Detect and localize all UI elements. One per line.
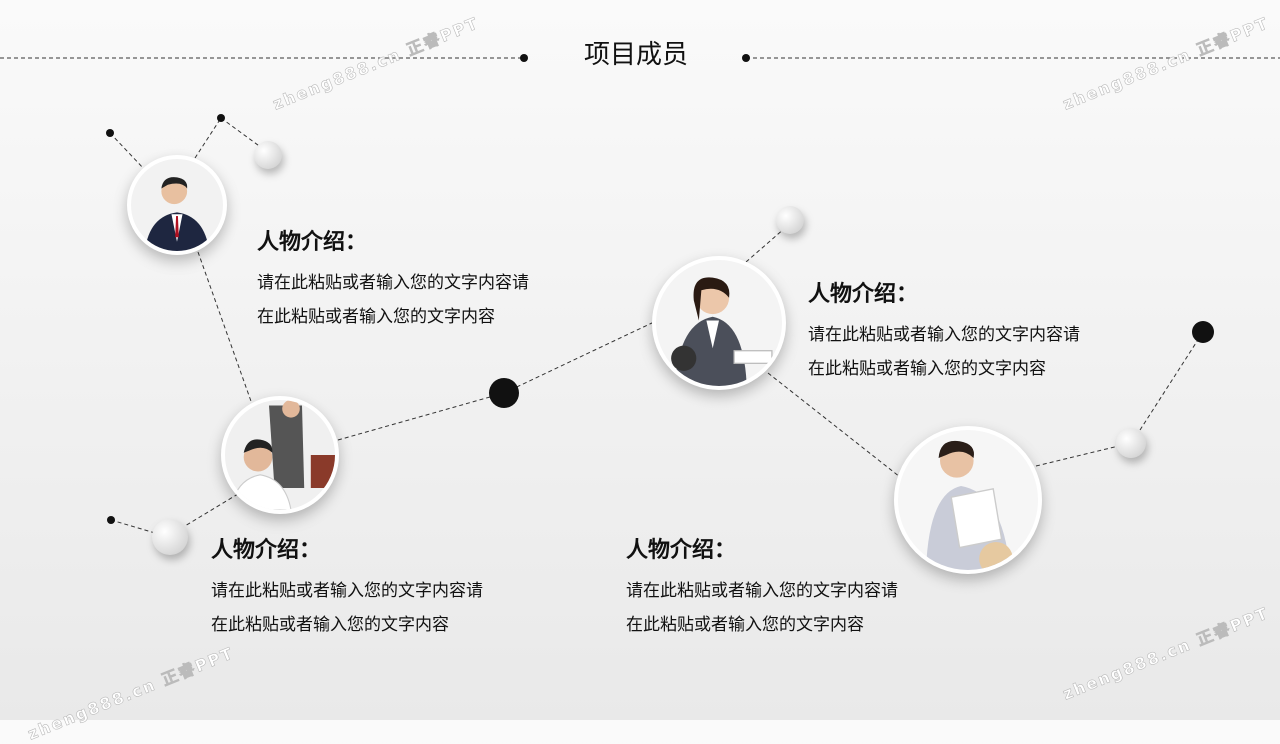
member-photo-2 [221, 396, 339, 514]
member-text: 请在此粘贴或者输入您的文字内容请 [257, 273, 529, 293]
title-dot-right [742, 54, 750, 62]
member-text: 请在此粘贴或者输入您的文字内容请 [808, 325, 1080, 345]
member-text: 在此粘贴或者输入您的文字内容 [808, 359, 1046, 379]
member-intro-3: 人物介绍： 请在此粘贴或者输入您的文字内容请 在此粘贴或者输入您的文字内容 [211, 532, 483, 642]
connector-lines [0, 54, 1280, 555]
member-photo-4 [894, 426, 1042, 574]
member-text: 在此粘贴或者输入您的文字内容 [257, 307, 495, 327]
member-intro-4: 人物介绍： 请在此粘贴或者输入您的文字内容请 在此粘贴或者输入您的文字内容 [626, 532, 898, 642]
black-node [489, 378, 519, 408]
member-heading: 人物介绍： [808, 282, 919, 307]
member-photo-3 [652, 256, 786, 390]
title-dot-left [520, 54, 528, 62]
member-intro-1: 人物介绍： 请在此粘贴或者输入您的文字内容请 在此粘贴或者输入您的文字内容 [257, 224, 529, 334]
member-text: 请在此粘贴或者输入您的文字内容请 [626, 581, 898, 601]
black-node [1192, 321, 1214, 343]
member-heading: 人物介绍： [211, 538, 322, 563]
member-intro-2: 人物介绍： 请在此粘贴或者输入您的文字内容请 在此粘贴或者输入您的文字内容 [808, 276, 1080, 386]
member-text: 请在此粘贴或者输入您的文字内容请 [211, 581, 483, 601]
member-heading: 人物介绍： [626, 538, 737, 563]
page-title: 项目成员 [583, 40, 688, 70]
member-heading: 人物介绍： [257, 230, 368, 255]
member-text: 在此粘贴或者输入您的文字内容 [626, 615, 864, 635]
member-photo-1 [127, 155, 227, 255]
member-text: 在此粘贴或者输入您的文字内容 [211, 615, 449, 635]
